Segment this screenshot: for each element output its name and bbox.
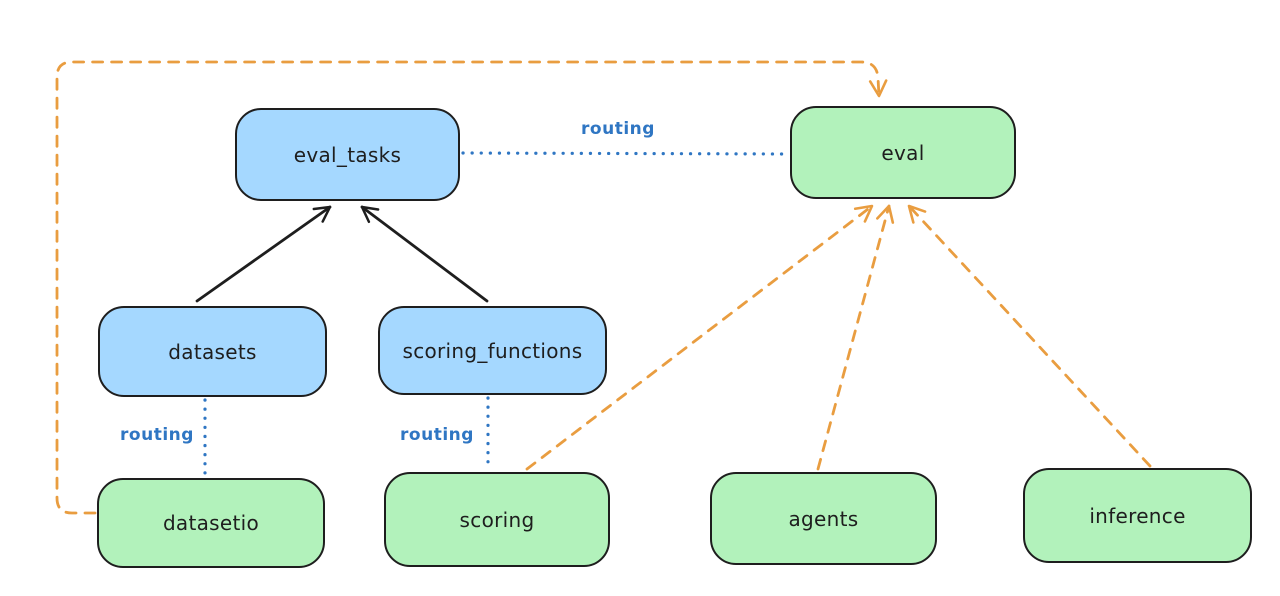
edge-agents-to-eval <box>816 204 895 471</box>
node-agents: agents <box>710 472 937 565</box>
node-scoring: scoring <box>384 472 610 567</box>
edge-datasets-to-eval-tasks <box>195 205 332 303</box>
node-eval: eval <box>790 106 1016 199</box>
node-datasetio-label: datasetio <box>162 511 260 535</box>
node-eval-tasks: eval_tasks <box>235 108 460 201</box>
node-datasetio: datasetio <box>97 478 325 568</box>
node-scoring-functions-label: scoring_functions <box>402 338 583 363</box>
edge-datasetio-to-eval <box>55 60 888 515</box>
node-datasets-label: datasets <box>168 339 257 364</box>
routing-label-eval-tasks-eval: routing <box>581 119 655 139</box>
node-inference: inference <box>1023 468 1252 563</box>
node-datasets: datasets <box>98 306 327 397</box>
edge-inference-to-eval <box>907 204 1152 468</box>
node-eval-tasks-label: eval_tasks <box>293 142 402 167</box>
routing-label-datasets-datasetio: routing <box>120 425 194 445</box>
routing-label-scoring-functions-scoring: routing <box>400 425 474 445</box>
node-agents-label: agents <box>788 506 859 531</box>
edge-scoring-functions-to-eval-tasks <box>360 205 489 303</box>
node-eval-label: eval <box>881 140 925 165</box>
node-scoring-functions: scoring_functions <box>378 306 607 395</box>
node-inference-label: inference <box>1089 503 1186 528</box>
edge-eval-tasks-to-eval <box>461 151 791 156</box>
node-scoring-label: scoring <box>459 507 535 532</box>
